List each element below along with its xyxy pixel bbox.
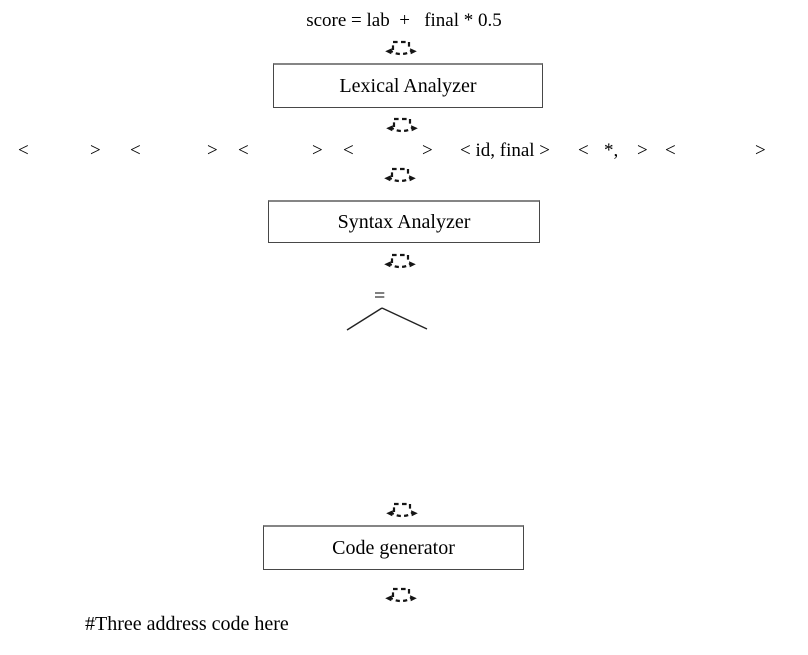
dashed-down-arrow-icon — [384, 587, 418, 603]
syntax-analyzer-box: Syntax Analyzer — [268, 200, 540, 243]
token: < — [238, 140, 249, 161]
code-generator-label: Code generator — [332, 536, 455, 559]
dashed-down-arrow-icon — [384, 40, 418, 56]
dashed-down-arrow-icon — [383, 253, 417, 269]
token: < — [343, 140, 354, 161]
token: > — [90, 140, 101, 161]
lexical-analyzer-box: Lexical Analyzer — [273, 63, 543, 108]
token: > — [755, 140, 766, 161]
source-expression: score = lab + final * 0.5 — [306, 10, 502, 31]
dashed-down-arrow-icon — [385, 117, 419, 133]
token: < — [18, 140, 29, 161]
token: < — [578, 140, 589, 161]
token: > — [637, 140, 648, 161]
lexical-analyzer-label: Lexical Analyzer — [339, 74, 477, 97]
token-star-comma: *, — [604, 140, 619, 161]
three-address-code-note: #Three address code here — [85, 613, 289, 635]
dashed-down-arrow-icon — [383, 167, 417, 183]
token: > — [312, 140, 323, 161]
token: > — [207, 140, 218, 161]
parse-tree-root-operator: = — [374, 285, 386, 307]
token: < — [130, 140, 141, 161]
token-stream-line: < > < > < > < > < id, final > < *, > < > — [0, 139, 808, 165]
dashed-down-arrow-icon — [385, 502, 419, 518]
token: < — [665, 140, 676, 161]
token: > — [422, 140, 433, 161]
syntax-analyzer-label: Syntax Analyzer — [337, 210, 471, 233]
parse-tree-branches — [346, 307, 428, 331]
code-generator-box: Code generator — [263, 525, 524, 570]
token-id-final: < id, final > — [460, 140, 551, 161]
